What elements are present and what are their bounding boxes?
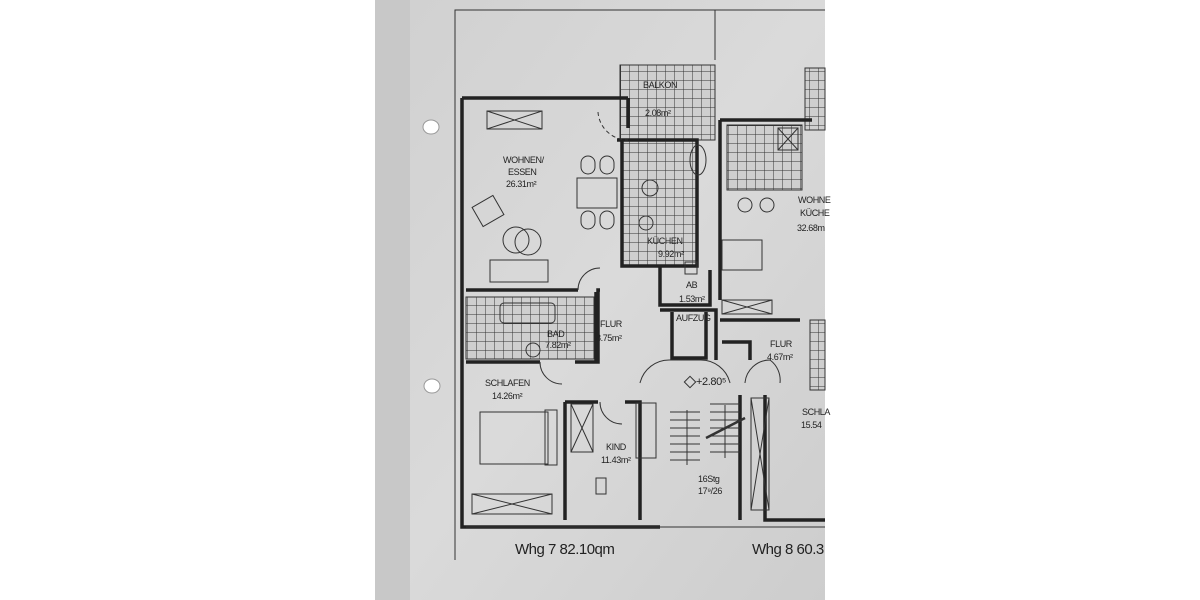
room-label-kuechen: KÜCHEN — [647, 236, 683, 246]
room-area-ab: 1.53m² — [679, 294, 705, 304]
room-label-flur: FLUR — [600, 319, 623, 329]
balcony-area — [619, 64, 716, 141]
bathroom-floor — [465, 296, 595, 360]
room-label-flur-8: FLUR — [770, 339, 793, 349]
room-label-wohnen: WOHNEN/ — [503, 155, 545, 165]
cabinet-symbols — [471, 110, 799, 515]
room-label-bad: BAD — [547, 329, 565, 339]
room-label-kind: KIND — [606, 442, 627, 452]
furniture — [471, 144, 775, 495]
kitchen-floor — [621, 139, 698, 267]
room-area-bad: 7.82m² — [545, 340, 571, 350]
room-area-kind: 11.43m² — [601, 455, 631, 465]
stairs-ratio: 17⁹/26 — [698, 486, 722, 496]
sheet-frame — [454, 9, 825, 560]
room-label-kueche-8: KÜCHE — [800, 208, 830, 218]
elevation-mark: +2.80⁵ — [696, 376, 726, 388]
room-label-schlafen: SCHLAFEN — [485, 378, 530, 388]
room-area-schlafen: 14.26m² — [492, 391, 523, 401]
room-area-wohnen: 26.31m² — [506, 179, 537, 189]
room-label-aufzug: AUFZUG — [676, 313, 711, 323]
room-label-balkon: BALKON — [643, 80, 677, 90]
room-area-flur-8: 4.67m² — [767, 352, 793, 362]
room-area-wohnen-8: 32.68m — [797, 223, 825, 233]
unit-label-whg8: Whg 8 60.3 — [752, 541, 824, 558]
room-area-schlafen-8: 15.54 — [801, 420, 822, 430]
staircase — [670, 403, 746, 465]
unit-label-whg7: Whg 7 82.10qm — [515, 541, 614, 558]
punch-hole — [422, 119, 440, 135]
room-area-kuechen: 9.92m² — [658, 249, 684, 259]
room-area-flur: 8.75m² — [596, 333, 622, 343]
room-area-balkon: 2.08m² — [645, 108, 671, 118]
punch-hole — [423, 378, 441, 394]
room-label-schlafen-8: SCHLA — [802, 407, 830, 417]
room-label-ab: AB — [686, 280, 698, 290]
stairs-steps: 16Stg — [698, 474, 720, 484]
room-label-wohnen-8: WOHNE — [798, 195, 831, 205]
elevator-shaft — [658, 266, 718, 360]
room-label-essen: ESSEN — [508, 167, 537, 177]
paper-margin — [375, 0, 410, 600]
door-swings — [539, 111, 781, 425]
